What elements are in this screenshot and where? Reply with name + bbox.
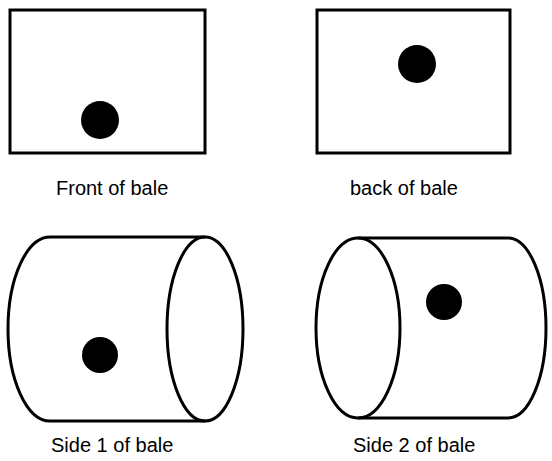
caption-label: Side 1 of bale	[51, 433, 173, 457]
marker-dot	[426, 284, 462, 320]
marker-dot	[82, 337, 118, 373]
caption-label: Side 2 of bale	[353, 433, 475, 457]
bale-side1-end	[167, 237, 243, 421]
caption-label: back of bale	[350, 176, 458, 200]
bale-side1-body	[8, 237, 205, 421]
bale-side2-end	[316, 238, 400, 418]
bale-back-outline	[317, 10, 510, 153]
marker-dot	[398, 45, 436, 83]
caption-label: Front of bale	[56, 176, 168, 200]
bale-front-outline	[10, 10, 205, 153]
bale-side2-body	[358, 238, 546, 418]
marker-dot	[81, 101, 119, 139]
